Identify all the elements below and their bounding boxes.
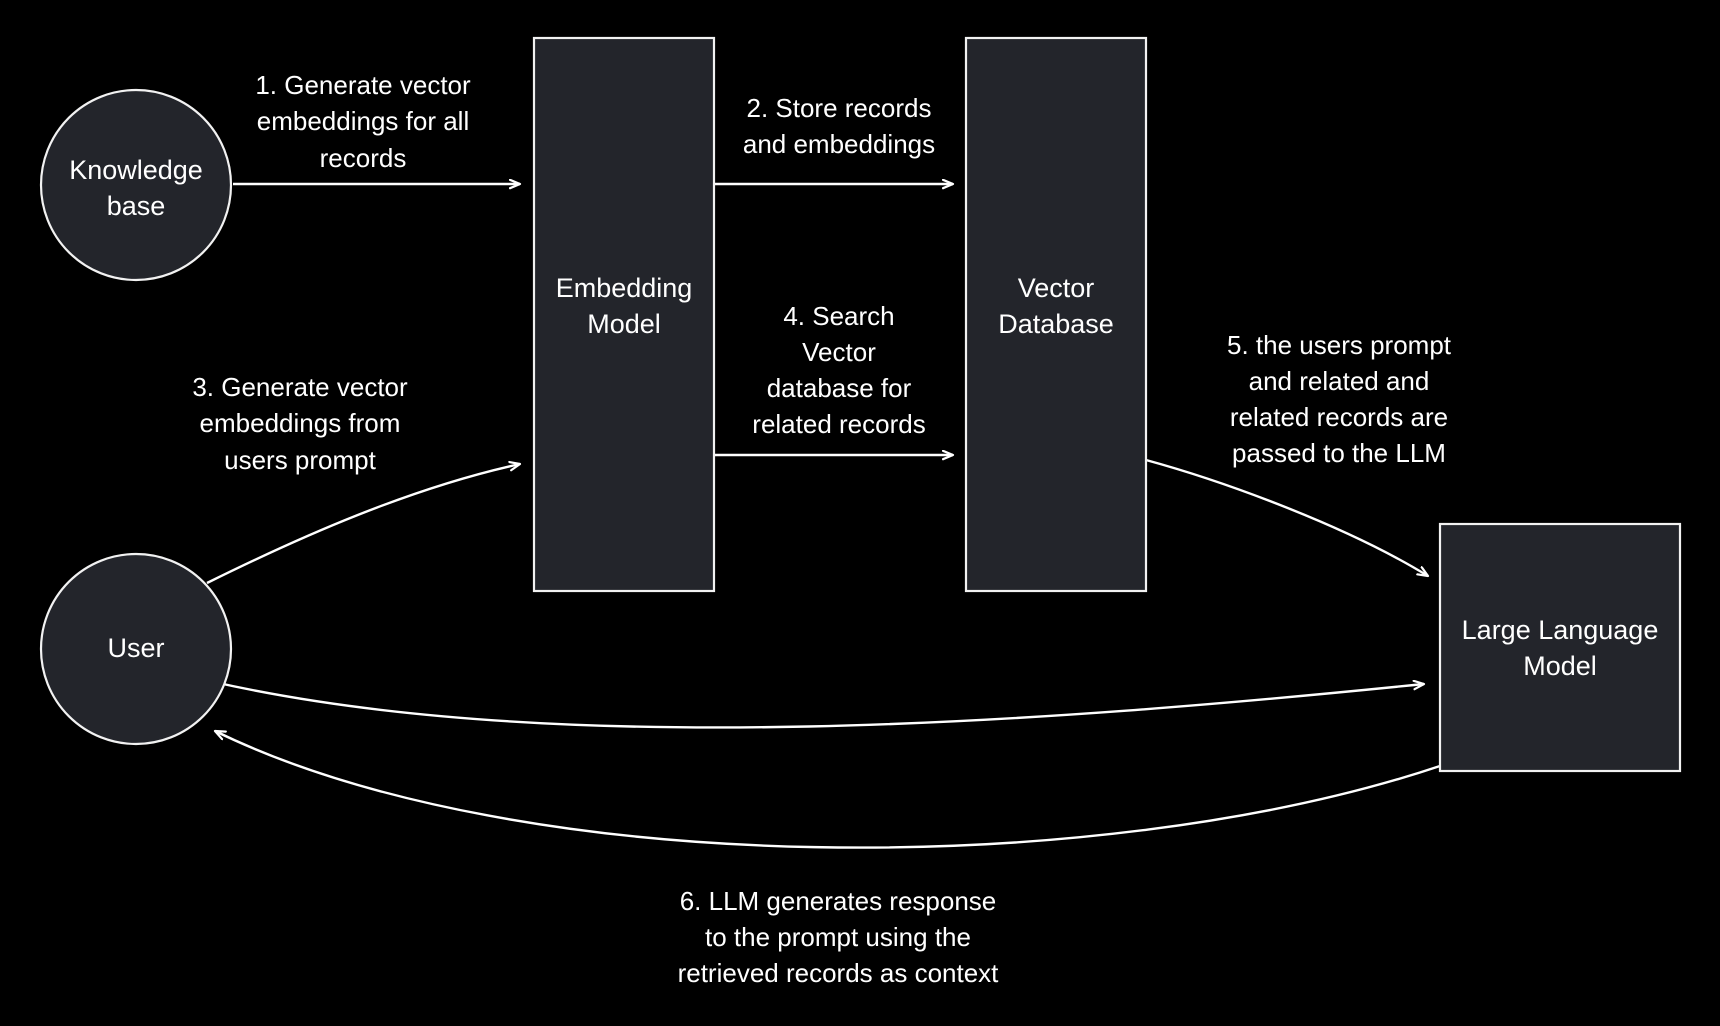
edge-step3-arrow xyxy=(206,464,520,585)
edge-user-to-llm xyxy=(213,682,1424,729)
embedding-model-label-line1: Embedding xyxy=(556,273,693,303)
edge-step4-label-line2: Vector xyxy=(802,337,876,367)
edge-step4-label-line4: related records xyxy=(752,409,925,439)
node-large-language-model[interactable]: Large Language Model xyxy=(1438,522,1682,773)
vector-database-label-line1: Vector xyxy=(1018,273,1095,303)
edge-step4-label-line3: database for xyxy=(767,373,912,403)
edge-step1-label-line1: 1. Generate vector xyxy=(255,70,471,100)
edge-user-to-llm-arrow xyxy=(213,682,1424,729)
edge-step6-arrow xyxy=(215,731,1441,849)
user-circle[interactable] xyxy=(39,552,233,746)
edge-step5-label-line4: passed to the LLM xyxy=(1232,438,1446,468)
edge-step1-label-line3: records xyxy=(320,143,407,173)
knowledge-base-label-line2: base xyxy=(107,191,166,221)
embedding-model-rect[interactable] xyxy=(532,36,716,593)
edge-step3-label-line1: 3. Generate vector xyxy=(192,372,408,402)
vector-database-label-line2: Database xyxy=(998,309,1114,339)
edge-step4-label-line1: 4. Search xyxy=(783,301,894,331)
node-user[interactable]: User xyxy=(39,552,233,746)
edge-step6-label-line1: 6. LLM generates response xyxy=(680,886,997,916)
edge-step5-arrow xyxy=(1145,458,1428,576)
node-vector-database[interactable]: Vector Database xyxy=(964,36,1148,593)
edge-step2-label-line1: 2. Store records xyxy=(747,93,932,123)
edge-step1-label-line2: embeddings for all xyxy=(257,106,469,136)
edge-step3-label-line3: users prompt xyxy=(224,445,376,475)
large-language-model-rect[interactable] xyxy=(1438,522,1682,773)
user-label: User xyxy=(107,633,164,663)
edge-step4: 4. Search Vector database for related re… xyxy=(715,301,953,455)
edge-step5-label-line1: 5. the users prompt xyxy=(1227,330,1452,360)
edge-step5-label-line2: and related and xyxy=(1249,366,1430,396)
edge-step2-label-line2: and embeddings xyxy=(743,129,935,159)
llm-label-line2: Model xyxy=(1523,651,1597,681)
knowledge-base-circle[interactable] xyxy=(39,88,233,282)
vector-database-rect[interactable] xyxy=(964,36,1148,593)
edge-step3-label-line2: embeddings from xyxy=(200,408,401,438)
node-embedding-model[interactable]: Embedding Model xyxy=(532,36,716,593)
edge-step6-label-line2: to the prompt using the xyxy=(705,922,971,952)
node-knowledge-base[interactable]: Knowledge base xyxy=(39,88,233,282)
edge-step6: 6. LLM generates response to the prompt … xyxy=(215,731,1441,988)
llm-label-line1: Large Language xyxy=(1462,615,1659,645)
edge-step5: 5. the users prompt and related and rela… xyxy=(1145,330,1452,576)
edge-step1: 1. Generate vector embeddings for all re… xyxy=(233,70,520,184)
edge-step6-label-line3: retrieved records as context xyxy=(678,958,1000,988)
edge-step3: 3. Generate vector embeddings from users… xyxy=(192,372,520,585)
edge-step2: 2. Store records and embeddings xyxy=(715,93,953,184)
knowledge-base-label-line1: Knowledge xyxy=(69,155,203,185)
embedding-model-label-line2: Model xyxy=(587,309,661,339)
edge-step5-label-line3: related records are xyxy=(1230,402,1448,432)
